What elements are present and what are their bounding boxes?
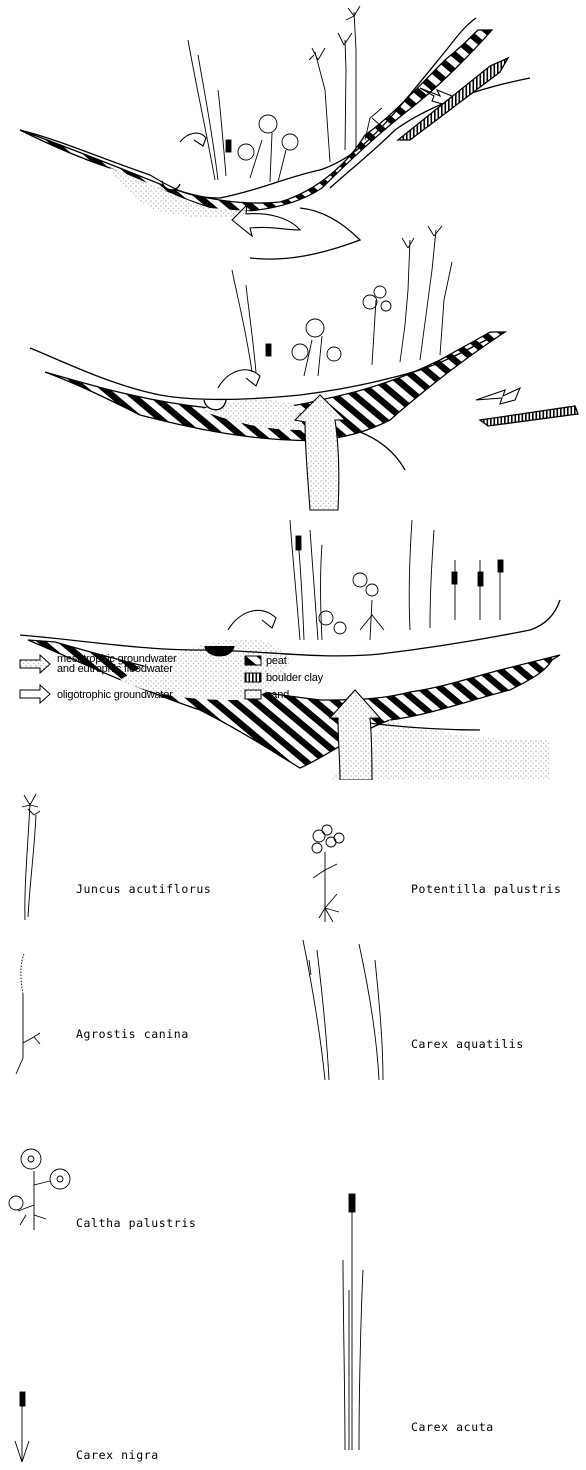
species-label-carex-nigra: Carex nigra — [76, 1448, 159, 1462]
legend-peat-swatch — [245, 656, 261, 665]
species-label-juncus-acutiflorus: Juncus acutiflorus — [76, 882, 211, 896]
legend-boulder-clay-swatch — [245, 673, 261, 682]
legend-sand-swatch — [245, 690, 261, 699]
legend-arrow-meso-icon — [20, 655, 50, 673]
groundwater-arrow-2 — [295, 395, 345, 510]
species-label-carex-acuta: Carex acuta — [411, 1420, 494, 1434]
groundwater-arrow-1 — [232, 205, 300, 236]
agrostis-canina-icon — [10, 948, 55, 1078]
legend-label-peat: peat — [266, 656, 287, 666]
legend-label-sand: sand — [266, 690, 289, 700]
carex-aquatilis-icon — [297, 930, 387, 1085]
subsurface-line-2 — [330, 78, 530, 188]
swirl-arrow-2 — [218, 370, 260, 388]
legend-label-oligo: oligotrophic groundwater — [57, 690, 173, 700]
juncus-acutiflorus-icon — [10, 785, 50, 925]
caltha-palustris-icon — [4, 1145, 79, 1235]
carex-acuta-icon — [335, 1190, 370, 1455]
potentilla-palustris-icon — [295, 822, 355, 927]
swirl-arrow-1 — [180, 133, 206, 146]
floodwater-arrow-2 — [476, 388, 520, 404]
panel-2-vegetation — [232, 226, 452, 376]
species-label-agrostis-canina: Agrostis canina — [76, 1027, 189, 1041]
legend-meso-line2: and eutrophic floodwater — [57, 664, 237, 674]
subsurface-line — [250, 208, 360, 259]
panel-1-cross-section — [20, 18, 530, 259]
boulder-clay-lens-2 — [480, 406, 578, 426]
species-label-potentilla-palustris: Potentilla palustris — [411, 882, 561, 896]
legend-label-boulder-clay: boulder clay — [266, 673, 323, 683]
species-label-carex-aquatilis: Carex aquatilis — [411, 1037, 524, 1051]
ground-surface — [20, 600, 560, 656]
legend-label-meso: mesotrophic groundwater and eutrophic fl… — [57, 654, 237, 674]
subsurface-line — [360, 432, 405, 470]
swirl-arrow-3 — [228, 610, 276, 630]
species-label-caltha-palustris: Caltha palustris — [76, 1216, 196, 1230]
legend-arrow-oligo-icon — [20, 685, 50, 703]
carex-nigra-icon — [10, 1386, 35, 1466]
panel-3-vegetation — [290, 520, 503, 640]
